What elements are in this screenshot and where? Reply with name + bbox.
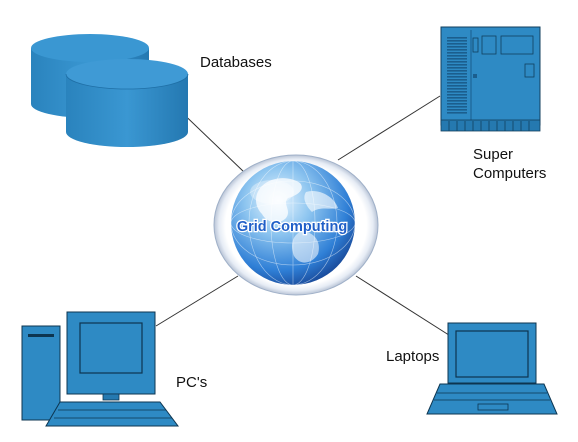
database-icon	[31, 34, 189, 147]
label-super-computers: Super Computers	[473, 145, 546, 183]
hub-label: Grid Computing	[237, 219, 347, 235]
edge-pcs	[155, 275, 239, 327]
laptop-icon	[426, 322, 558, 415]
globe-icon: Grid Computing	[213, 154, 379, 296]
edge-super-computers	[337, 95, 441, 161]
label-super-computers-line-1: Super	[473, 146, 514, 163]
edge-laptops	[355, 275, 453, 338]
desktop-pc-icon	[21, 311, 179, 427]
label-laptops: Laptops	[386, 348, 440, 365]
label-databases: Databases	[200, 54, 272, 71]
label-super-computers-line-2: Computers	[473, 165, 547, 182]
label-pcs: PC's	[176, 374, 208, 391]
supercomputer-icon	[440, 26, 541, 132]
